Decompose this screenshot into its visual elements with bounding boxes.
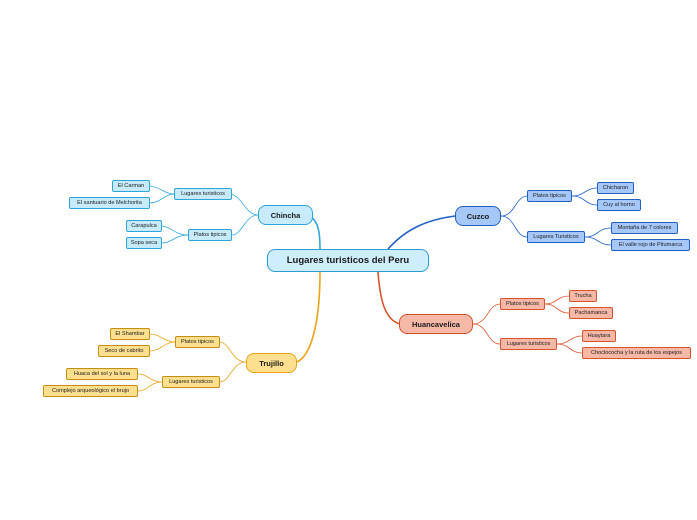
subtopic-cuzco-lugares[interactable]: Lugares Turisticos [527,231,585,243]
connector-root-huancavelica [377,271,401,325]
leaf-huancavelica-trucha[interactable]: Trucha [569,290,597,302]
leaf-cuzco-valle-rojo[interactable]: El valle rojo de Pitumarca [611,239,690,251]
leaf-trujillo-complejo[interactable]: Complejo arqueológico el brujo [43,385,138,397]
topic-chincha-label: Chincha [270,210,301,220]
root-topic[interactable]: Lugares turisticos del Peru [267,249,429,272]
leaf-cuzco-cuy[interactable]: Cuy al horno [597,199,641,211]
topic-huancavelica[interactable]: Huancavelica [399,314,473,334]
topic-cuzco[interactable]: Cuzco [455,206,501,226]
subtopic-cuzco-platos[interactable]: Platos tipicos [527,190,572,202]
connector-root-cuzco [387,215,456,250]
subtopic-huancavelica-lugares[interactable]: Lugares turisticos [500,338,557,350]
subtopic-chincha-lugares[interactable]: Lugares turisticos [174,188,232,200]
leaf-chincha-carapulca[interactable]: Carapulca [126,220,162,232]
leaf-huancavelica-huaytara[interactable]: Huaytara [582,330,616,342]
topic-cuzco-label: Cuzco [466,211,490,221]
subtopic-huancavelica-platos[interactable]: Platos tipicos [500,298,545,310]
leaf-cuzco-chicharon[interactable]: Chicharon [597,182,634,194]
leaf-huancavelica-pachamanca[interactable]: Pachamanca [569,307,613,319]
leaf-chincha-el-carman[interactable]: El Carman [112,180,150,192]
topic-chincha[interactable]: Chincha [258,205,313,225]
leaf-chincha-sopa-seca[interactable]: Sopa seca [126,237,162,249]
root-topic-label: Lugares turisticos del Peru [286,255,410,266]
topic-huancavelica-label: Huancavelica [412,319,460,329]
leaf-trujillo-seco-cabrito[interactable]: Seco de cabrito [98,345,150,357]
leaf-huancavelica-choclococha[interactable]: Choclococha y la ruta de los espejos [582,347,691,359]
leaf-chincha-santuario[interactable]: El santuario de Melchorita [69,197,150,209]
subtopic-trujillo-lugares[interactable]: Lugares turisticos [162,376,220,388]
leaf-trujillo-shambar[interactable]: El Shambar [110,328,150,340]
topic-trujillo[interactable]: Trujillo [246,353,297,373]
leaf-trujillo-huaca[interactable]: Huaca del sol y la luna [66,368,138,380]
subtopic-trujillo-platos[interactable]: Platos tipicos [175,336,220,348]
leaf-cuzco-montana[interactable]: Montaña de 7 colores [611,222,678,234]
topic-trujillo-label: Trujillo [259,358,284,368]
connector-root-trujillo [296,271,321,363]
subtopic-chincha-platos[interactable]: Platos tipicos [188,229,232,241]
